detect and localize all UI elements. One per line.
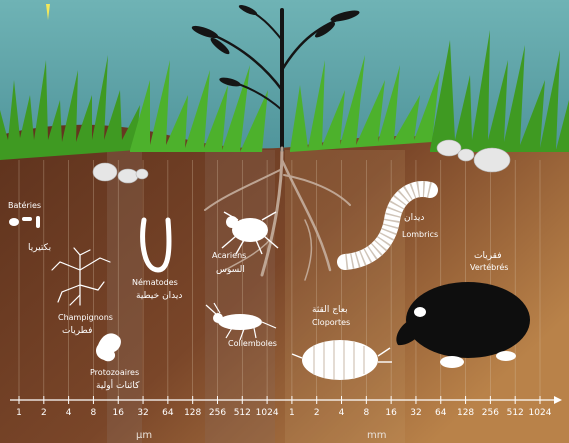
label-fungi-ar: فطريات — [62, 326, 92, 336]
unit-mm: mm — [367, 430, 386, 441]
tick-label-um-32: 32 — [137, 408, 148, 418]
label-earthworms-fr: Lombrics — [402, 230, 438, 239]
label-fungi-fr: Champignons — [58, 313, 113, 322]
tick-label-um-512: 512 — [234, 408, 251, 418]
label-protozoa-ar: كائنات أولية — [96, 379, 140, 391]
label-nematodes-fr: Nématodes — [132, 277, 178, 287]
label-vertebrates-fr: Vertébrés — [470, 262, 508, 272]
tick-label-um-2: 2 — [41, 408, 47, 418]
tick-label-um-1: 1 — [16, 408, 22, 418]
tick-label-um-4: 4 — [66, 408, 72, 418]
unit-um: µm — [136, 430, 152, 441]
tick-label-mm-512: 512 — [507, 408, 524, 418]
tick-label-mm-64: 64 — [435, 408, 447, 418]
tick-label-mm-8: 8 — [363, 408, 369, 418]
tick-label-mm-1024: 1024 — [529, 408, 552, 418]
tick-label-mm-2: 2 — [314, 408, 320, 418]
tick-label-mm-32: 32 — [410, 408, 421, 418]
tick-label-mm-256: 256 — [482, 408, 499, 418]
tick-label-mm-16: 16 — [385, 408, 397, 418]
tick-label-um-8: 8 — [91, 408, 97, 418]
tick-label-um-128: 128 — [184, 408, 201, 418]
tick-label-um-1024: 1024 — [256, 408, 279, 418]
tick-label-um-16: 16 — [113, 408, 125, 418]
label-woodlice-fr: Cloportes — [312, 318, 350, 327]
label-springtails-fr: Collemboles — [228, 339, 277, 348]
label-woodlice-ar: بعاج القثة — [312, 305, 348, 315]
tick-label-mm-128: 128 — [457, 408, 474, 418]
label-mites-fr: Acariens — [212, 251, 246, 260]
tick-label-mm-4: 4 — [339, 408, 345, 418]
tick-label-um-64: 64 — [162, 408, 174, 418]
label-earthworms-ar: ديدان — [404, 213, 424, 223]
label-bacteria-fr: Batéries — [8, 200, 41, 210]
label-protozoa-fr: Protozoaires — [90, 368, 139, 377]
label-bacteria-ar: بكتيريا — [28, 243, 51, 253]
size-band-2 — [205, 150, 275, 443]
label-mites-ar: السوس — [216, 265, 245, 275]
size-band-3 — [285, 150, 405, 443]
tick-label-mm-1: 1 — [289, 408, 295, 418]
tick-label-um-256: 256 — [209, 408, 226, 418]
label-vertebrates-ar: فقريات — [474, 251, 502, 261]
label-nematodes-ar: ديدان خيطية — [136, 291, 182, 301]
